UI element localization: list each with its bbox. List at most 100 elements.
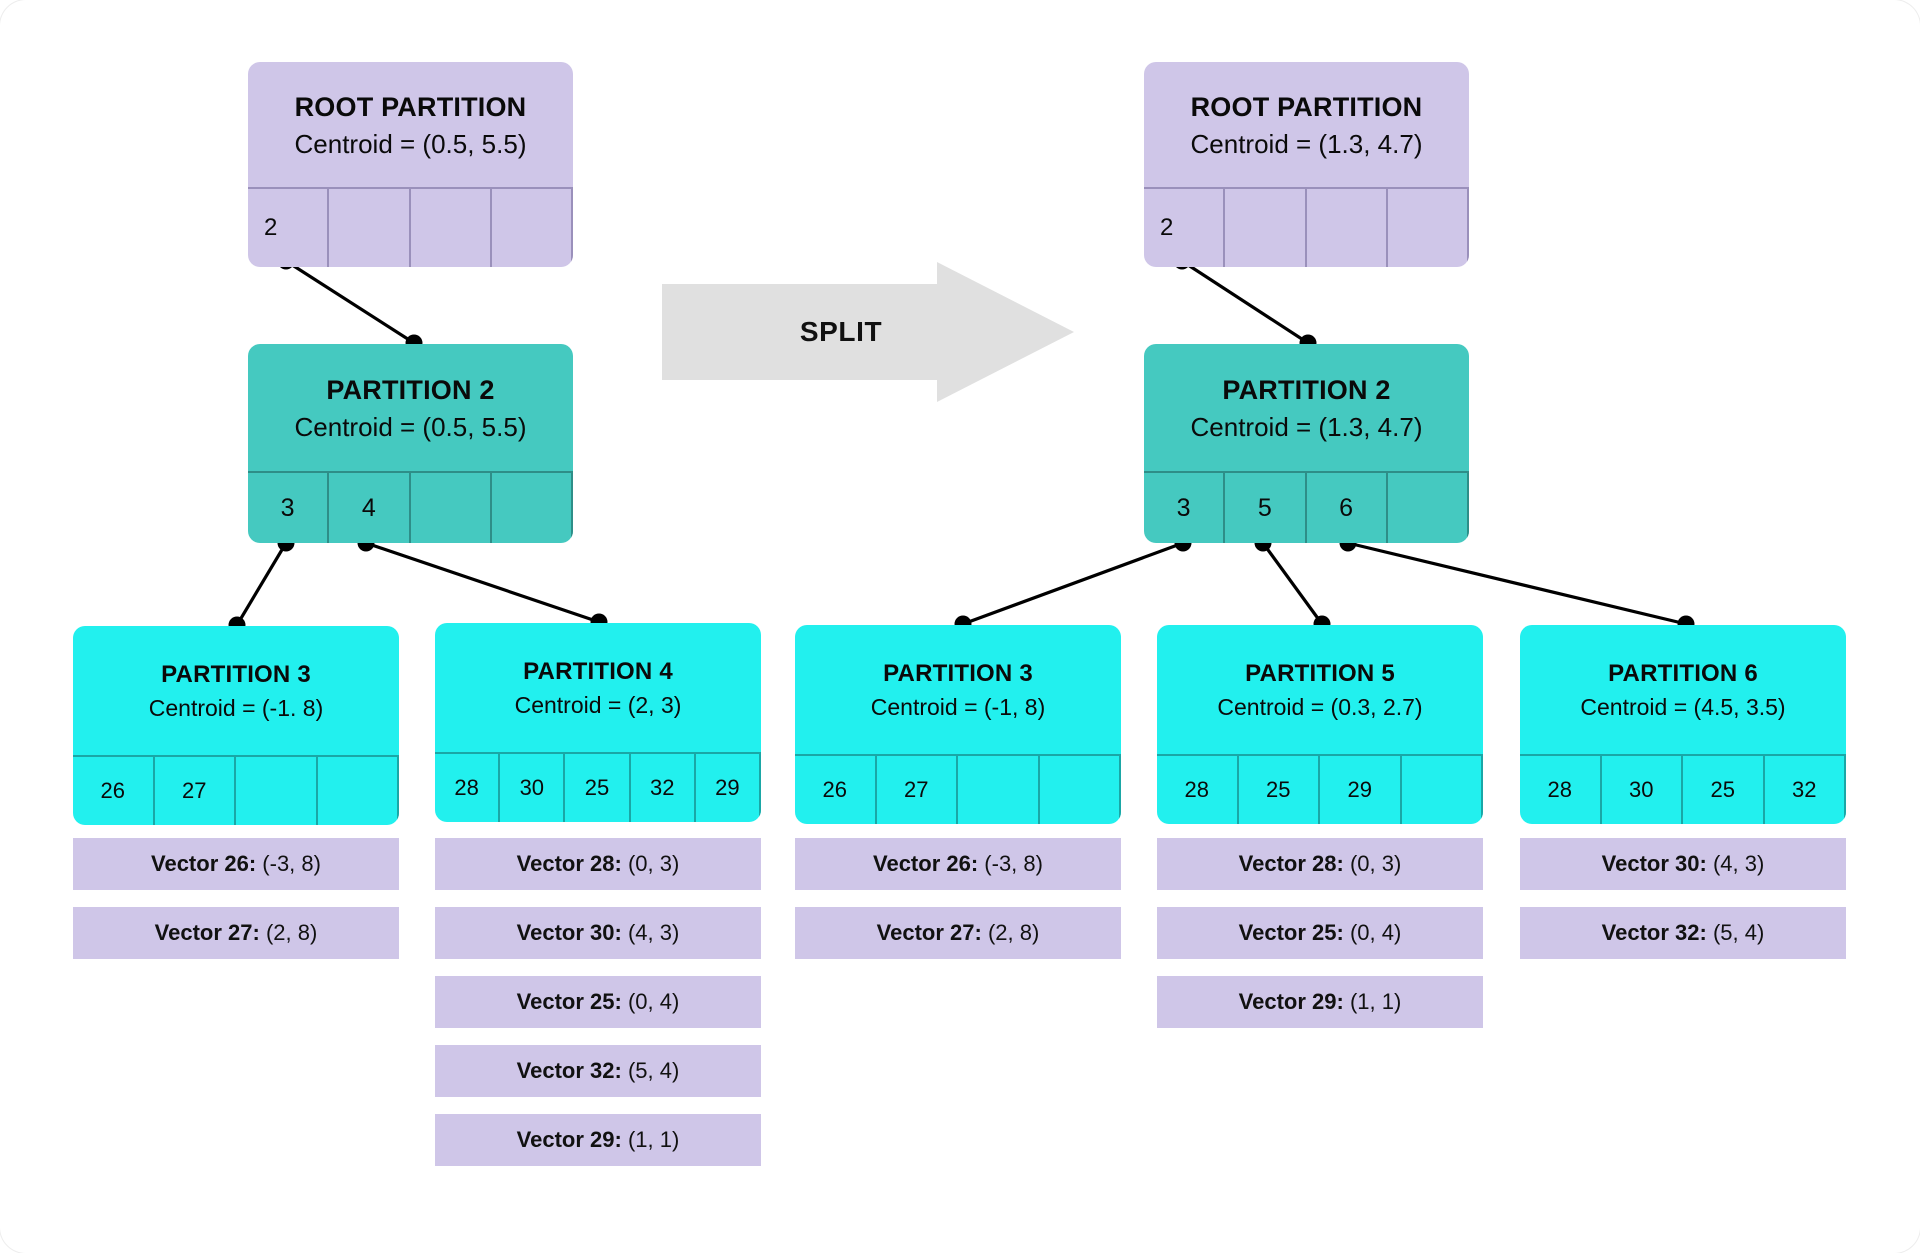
before-partition-4-header: PARTITION 4 Centroid = (2, 3) <box>435 623 761 752</box>
vector-value: (0, 3) <box>1349 851 1402 876</box>
before-partition-3-centroid: Centroid = (-1. 8) <box>148 695 324 722</box>
after-partition-3[interactable]: PARTITION 3 Centroid = (-1, 8) 26 27 <box>795 625 1121 824</box>
vector-label: Vector 29: <box>1238 989 1344 1014</box>
slot[interactable]: 2 <box>248 189 330 267</box>
before-p4-vector-row: Vector 29: (1, 1) <box>435 1114 761 1166</box>
slot[interactable]: 28 <box>1520 756 1602 824</box>
vector-label: Vector 27: <box>876 920 982 945</box>
slot[interactable]: 25 <box>1683 756 1765 824</box>
slot[interactable]: 25 <box>1239 756 1320 824</box>
slot[interactable]: 25 <box>565 754 631 822</box>
slot[interactable]: 3 <box>1144 473 1226 543</box>
before-root-header: ROOT PARTITION Centroid = (0.5, 5.5) <box>248 62 573 187</box>
slot[interactable] <box>411 189 492 267</box>
after-p3-vector-row: Vector 27: (2, 8) <box>795 907 1121 959</box>
vector-label: Vector 25: <box>516 989 622 1014</box>
slot[interactable]: 27 <box>877 756 958 824</box>
vector-label: Vector 32: <box>516 1058 622 1083</box>
vector-value: (5, 4) <box>1712 920 1765 945</box>
after-partition-6[interactable]: PARTITION 6 Centroid = (4.5, 3.5) 28 30 … <box>1520 625 1846 824</box>
after-partition-6-centroid: Centroid = (4.5, 3.5) <box>1580 694 1786 721</box>
before-root-partition[interactable]: ROOT PARTITION Centroid = (0.5, 5.5) 2 <box>248 62 573 267</box>
slot[interactable] <box>1225 189 1307 267</box>
slot[interactable] <box>411 473 492 543</box>
slot[interactable]: 26 <box>795 756 877 824</box>
slot[interactable]: 5 <box>1225 473 1307 543</box>
after-p5-vector-row: Vector 25: (0, 4) <box>1157 907 1483 959</box>
slot[interactable]: 3 <box>248 473 330 543</box>
before-partition-2[interactable]: PARTITION 2 Centroid = (0.5, 5.5) 3 4 <box>248 344 573 543</box>
slot[interactable] <box>1388 473 1469 543</box>
after-root-partition[interactable]: ROOT PARTITION Centroid = (1.3, 4.7) 2 <box>1144 62 1469 267</box>
slot[interactable] <box>1388 189 1469 267</box>
vector-value: (0, 4) <box>627 989 680 1014</box>
slot[interactable] <box>1402 756 1483 824</box>
vector-label: Vector 30: <box>516 920 622 945</box>
slot[interactable] <box>318 757 399 825</box>
slot[interactable]: 27 <box>155 757 236 825</box>
before-p4-vector-row: Vector 28: (0, 3) <box>435 838 761 890</box>
vector-value: (5, 4) <box>627 1058 680 1083</box>
slot[interactable] <box>958 756 1040 824</box>
after-partition-3-title: PARTITION 3 <box>883 660 1033 687</box>
slot[interactable]: 6 <box>1307 473 1388 543</box>
slot[interactable]: 30 <box>500 754 566 822</box>
after-partition-5-slots: 28 25 29 <box>1157 754 1483 824</box>
before-p3-vector-row: Vector 26: (-3, 8) <box>73 838 399 890</box>
after-partition-6-title: PARTITION 6 <box>1608 660 1758 687</box>
vector-value: (2, 8) <box>987 920 1040 945</box>
slot[interactable] <box>329 189 411 267</box>
after-partition-6-slots: 28 30 25 32 <box>1520 754 1846 824</box>
slot[interactable]: 30 <box>1602 756 1683 824</box>
after-partition-5-title: PARTITION 5 <box>1245 660 1395 687</box>
slot[interactable] <box>236 757 318 825</box>
vector-value: (-3, 8) <box>984 851 1043 876</box>
after-p6-vector-row: Vector 30: (4, 3) <box>1520 838 1846 890</box>
before-partition-4-centroid: Centroid = (2, 3) <box>514 692 682 719</box>
after-partition-2-title: PARTITION 2 <box>1222 374 1391 405</box>
before-partition-2-slots: 3 4 <box>248 471 573 543</box>
vector-label: Vector 32: <box>1601 920 1707 945</box>
vector-label: Vector 28: <box>1238 851 1344 876</box>
after-partition-2-slots: 3 5 6 <box>1144 471 1469 543</box>
vector-value: (2, 8) <box>265 920 318 945</box>
after-partition-2[interactable]: PARTITION 2 Centroid = (1.3, 4.7) 3 5 6 <box>1144 344 1469 543</box>
after-partition-5-centroid: Centroid = (0.3, 2.7) <box>1217 694 1423 721</box>
slot[interactable] <box>1307 189 1388 267</box>
vector-label: Vector 26: <box>873 851 979 876</box>
vector-label: Vector 26: <box>151 851 257 876</box>
after-p6-vector-row: Vector 32: (5, 4) <box>1520 907 1846 959</box>
after-partition-5[interactable]: PARTITION 5 Centroid = (0.3, 2.7) 28 25 … <box>1157 625 1483 824</box>
after-partition-6-header: PARTITION 6 Centroid = (4.5, 3.5) <box>1520 625 1846 754</box>
split-arrow-icon <box>662 262 1074 402</box>
vector-value: (-3, 8) <box>262 851 321 876</box>
split-label: SPLIT <box>799 316 883 347</box>
slot[interactable]: 4 <box>329 473 411 543</box>
after-root-slots: 2 <box>1144 187 1469 267</box>
vector-value: (4, 3) <box>627 920 680 945</box>
before-root-centroid: Centroid = (0.5, 5.5) <box>294 129 527 160</box>
after-partition-3-slots: 26 27 <box>795 754 1121 824</box>
vector-label: Vector 29: <box>516 1127 622 1152</box>
slot[interactable]: 32 <box>631 754 696 822</box>
before-partition-2-title: PARTITION 2 <box>326 374 495 405</box>
slot[interactable] <box>492 189 573 267</box>
vector-label: Vector 27: <box>154 920 260 945</box>
slot[interactable]: 26 <box>73 757 155 825</box>
slot[interactable]: 28 <box>1157 756 1239 824</box>
before-partition-3[interactable]: PARTITION 3 Centroid = (-1. 8) 26 27 <box>73 626 399 825</box>
before-root-slots: 2 <box>248 187 573 267</box>
vector-value: (4, 3) <box>1712 851 1765 876</box>
slot[interactable]: 2 <box>1144 189 1226 267</box>
after-root-header: ROOT PARTITION Centroid = (1.3, 4.7) <box>1144 62 1469 187</box>
after-partition-5-header: PARTITION 5 Centroid = (0.3, 2.7) <box>1157 625 1483 754</box>
before-partition-2-centroid: Centroid = (0.5, 5.5) <box>294 412 527 443</box>
after-root-title: ROOT PARTITION <box>1190 91 1423 122</box>
slot[interactable]: 29 <box>1320 756 1402 824</box>
before-partition-4[interactable]: PARTITION 4 Centroid = (2, 3) 28 30 25 3… <box>435 623 761 822</box>
slot[interactable]: 32 <box>1765 756 1846 824</box>
slot[interactable] <box>492 473 573 543</box>
slot[interactable]: 29 <box>696 754 761 822</box>
slot[interactable]: 28 <box>435 754 501 822</box>
slot[interactable] <box>1040 756 1121 824</box>
